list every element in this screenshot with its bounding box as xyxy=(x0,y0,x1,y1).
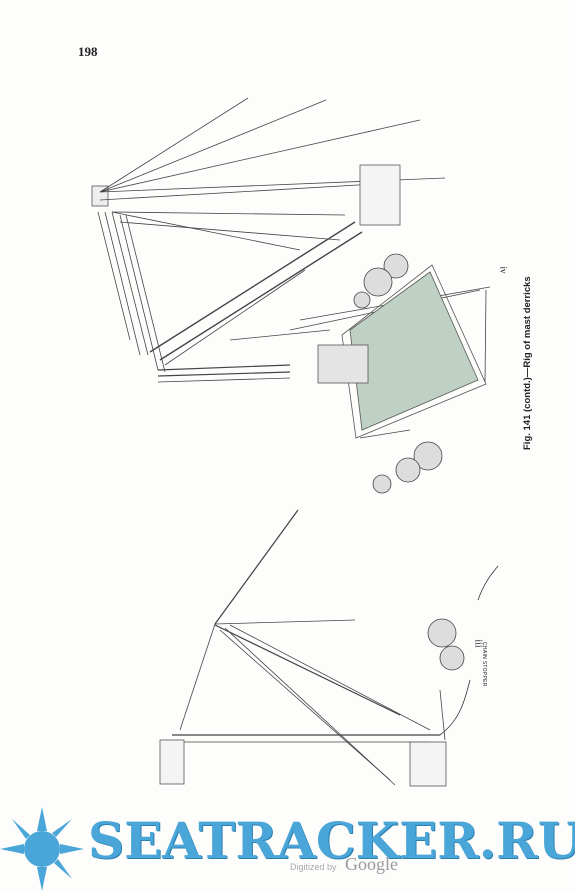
digitized-by-text: Digitized by xyxy=(290,862,337,872)
sun-logo-icon xyxy=(0,807,84,891)
chain-stopper-label: CHAIN STOPPER xyxy=(481,642,487,687)
figure-iv-label: iv xyxy=(498,266,509,274)
watermark-text: SEATRACKER.RU xyxy=(88,811,575,870)
watermark xyxy=(0,800,575,893)
page-number: 198 xyxy=(78,44,98,59)
google-text: Google xyxy=(345,854,398,874)
figure-caption: Fig. 141 (contd.)—Rig of mast derricks xyxy=(522,276,533,450)
